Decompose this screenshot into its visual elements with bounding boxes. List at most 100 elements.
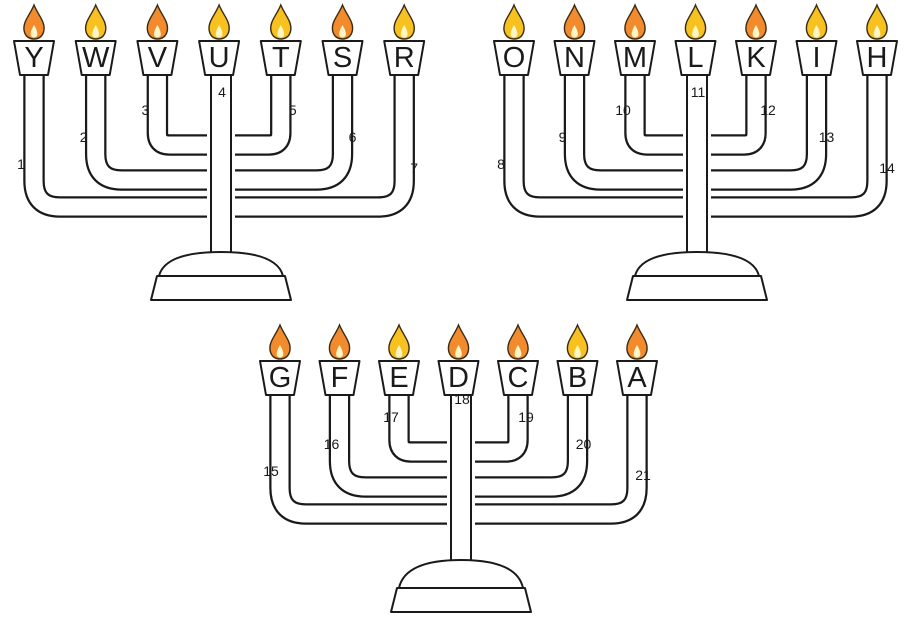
- cup-shape: [321, 40, 364, 76]
- candle-cup: I: [795, 3, 838, 76]
- flame-icon: [503, 3, 525, 40]
- cup-shape: [383, 40, 426, 76]
- branch-number: 17: [383, 409, 399, 425]
- cup-letter: M: [623, 42, 647, 74]
- cup-shape: [856, 40, 898, 76]
- flame-icon: [331, 3, 354, 40]
- cup-letter: T: [272, 42, 290, 74]
- cup-shape: [614, 40, 656, 76]
- cup-letter: N: [564, 42, 585, 74]
- cup-letter: K: [746, 42, 766, 74]
- flame-icon: [328, 323, 351, 360]
- menorah-foot: [150, 275, 292, 301]
- flame-icon: [388, 323, 410, 360]
- flame-icon: [393, 3, 415, 40]
- flame-icon: [805, 3, 828, 40]
- branch-number: 8: [497, 156, 505, 172]
- cup-shape: [497, 360, 539, 396]
- cup-shape: [795, 40, 838, 76]
- flame-icon: [447, 323, 470, 360]
- flame-icon: [866, 3, 888, 40]
- flame-icon: [626, 323, 648, 360]
- candle-cup: N: [553, 3, 596, 76]
- candle-cup: L: [674, 3, 717, 76]
- menorah-arms: [269, 394, 648, 565]
- candle-cup: R: [383, 3, 426, 76]
- candle-cup: W: [74, 3, 117, 76]
- flame-icon: [208, 3, 230, 40]
- branch-number: 10: [615, 102, 631, 118]
- branch-number: 4: [218, 84, 226, 100]
- flame-icon: [270, 3, 292, 40]
- cup-shape: [553, 40, 596, 76]
- cup-letter: E: [389, 362, 408, 394]
- branch-number: 9: [559, 129, 567, 145]
- cup-shape: [378, 360, 420, 396]
- cup-letter: L: [687, 42, 703, 74]
- cup-letter: U: [209, 42, 230, 74]
- cup-shape: [437, 360, 480, 396]
- candle-cup: K: [735, 3, 777, 76]
- branch-number: 6: [349, 129, 357, 145]
- branch-number: 11: [691, 84, 706, 100]
- candle-cup: H: [856, 3, 898, 76]
- cup-shape: [259, 40, 302, 76]
- branch-number: 2: [80, 129, 88, 145]
- candle-cup: E: [378, 323, 420, 396]
- candle-cup: U: [198, 3, 241, 76]
- center-stem: [210, 74, 232, 257]
- branch-number: 19: [518, 409, 534, 425]
- menorah-foot: [390, 587, 532, 613]
- cup-letter: S: [333, 42, 352, 74]
- candle-cup: Y: [13, 3, 55, 76]
- cup-letter: Y: [24, 42, 43, 74]
- flame-icon: [684, 3, 707, 40]
- branch-number: 3: [142, 102, 150, 118]
- cup-shape: [259, 360, 301, 396]
- cup-shape: [735, 40, 777, 76]
- candle-cup: T: [259, 3, 302, 76]
- branch-number: 1: [17, 156, 25, 172]
- branch-number: 13: [819, 129, 835, 145]
- flame-icon: [269, 323, 291, 360]
- menorah-arms: [23, 74, 415, 257]
- cup-letter: F: [331, 362, 349, 394]
- branch-number: 14: [879, 160, 895, 176]
- candle-cup: G: [259, 323, 301, 396]
- branch-number: 21: [635, 467, 651, 483]
- flame-icon: [84, 3, 107, 40]
- flame-icon: [566, 323, 589, 360]
- cup-shape: [198, 40, 241, 76]
- candle-cup: V: [136, 3, 179, 76]
- cup-shape: [136, 40, 179, 76]
- cup-letter: H: [867, 42, 888, 74]
- menorah-arms: [503, 74, 888, 257]
- cup-shape: [674, 40, 717, 76]
- cup-letter: O: [503, 42, 526, 74]
- cup-letter: R: [394, 42, 415, 74]
- menorah-base: [390, 559, 532, 613]
- branch-number: 12: [760, 102, 776, 118]
- cup-shape: [13, 40, 55, 76]
- cup-shape: [616, 360, 658, 396]
- menorah-foot: [626, 275, 768, 301]
- cup-shape: [318, 360, 361, 396]
- cup-letter: G: [269, 362, 292, 394]
- cup-letter: C: [508, 362, 529, 394]
- flame-icon: [563, 3, 586, 40]
- cup-letter: D: [448, 362, 469, 394]
- candle-cup: M: [614, 3, 656, 76]
- center-stem: [686, 74, 708, 257]
- flame-icon: [745, 3, 767, 40]
- candle-cup: B: [556, 323, 599, 396]
- cup-letter: I: [812, 42, 820, 74]
- candle-cup: O: [493, 3, 535, 76]
- menorah-base: [626, 251, 768, 301]
- cup-letter: W: [82, 42, 110, 74]
- flame-icon: [23, 3, 45, 40]
- branch-number: 18: [454, 391, 470, 407]
- candle-cup: F: [318, 323, 361, 396]
- menorah-2: O N M L K I H 8 9 10 11 12 13 14: [493, 3, 898, 301]
